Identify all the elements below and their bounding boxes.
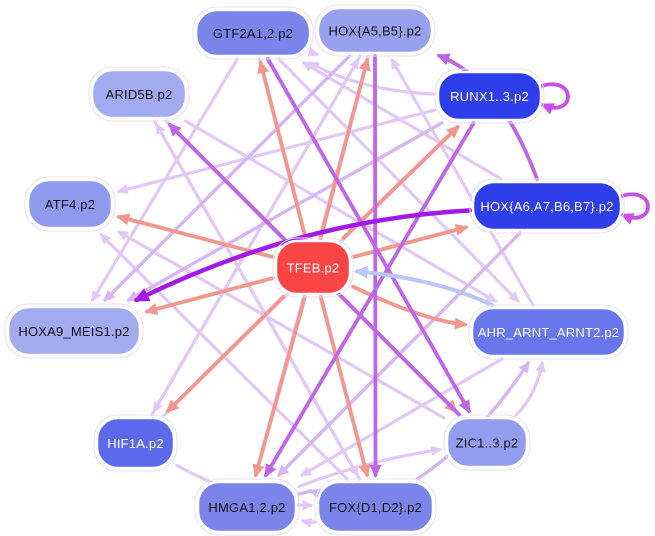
node-TFEB[interactable]: TFEB.p2 <box>272 237 354 298</box>
node-halo <box>434 68 545 124</box>
node-ZIC[interactable]: ZIC1..3.p2 <box>443 414 531 471</box>
edge-HOX_A5B5-to-GTF2A1 <box>307 46 320 57</box>
edge-AHR-to-HMGA <box>299 357 504 477</box>
node-halo <box>93 414 178 472</box>
node-halo <box>468 304 629 360</box>
node-RUNX[interactable]: RUNX1..3.p2 <box>434 68 545 124</box>
node-HOX_A5B5[interactable]: HOX{A5,B5}.p2 <box>314 4 436 57</box>
edge-RUNX-to-ATF4 <box>116 108 437 195</box>
edge-HIF1A-to-HOX_A5B5 <box>150 57 360 417</box>
node-box <box>316 480 435 534</box>
edges-layer <box>91 46 650 528</box>
node-ARID5B[interactable]: ARID5B.p2 <box>88 66 190 122</box>
node-halo <box>314 4 436 57</box>
node-box <box>471 180 623 232</box>
edge-RUNX-to-HOXA9 <box>126 121 444 302</box>
edge-RUNX-selfloop <box>537 82 570 115</box>
node-halo <box>272 237 354 298</box>
node-halo <box>443 414 531 471</box>
node-halo <box>4 303 144 359</box>
edge-GTF2A1-to-ZIC <box>266 57 471 414</box>
edge-HMGA-to-FOX <box>297 488 322 499</box>
edge-AHR-to-TFEB <box>353 265 494 307</box>
edge-TFEB-to-HIF1A <box>165 295 286 414</box>
node-halo <box>88 66 190 122</box>
node-box <box>95 416 176 470</box>
node-halo <box>194 478 300 536</box>
edge-TFEB-to-HOX_A5B5 <box>318 57 371 240</box>
node-FOX[interactable]: FOX{D1,D2}.p2 <box>314 478 437 536</box>
edge-FOX-to-HMGA <box>300 518 317 528</box>
edge-HOX_A5B5-to-FOX <box>369 54 382 478</box>
edge-FOX-to-ARID5B <box>155 122 362 481</box>
edge-ARID5B-to-AHR <box>183 119 498 303</box>
node-ATF4[interactable]: ATF4.p2 <box>24 176 116 232</box>
edge-ZIC-to-ATF4 <box>116 230 446 420</box>
edge-RUNX-to-GTF2A1 <box>307 61 437 96</box>
node-halo <box>469 178 625 234</box>
node-HIF1A[interactable]: HIF1A.p2 <box>93 414 178 472</box>
node-box <box>316 6 434 55</box>
node-box <box>194 8 312 58</box>
node-box <box>445 416 529 469</box>
node-HOXA9[interactable]: HOXA9_MEIS1.p2 <box>4 303 144 359</box>
node-box <box>90 68 188 120</box>
edge-TFEB-to-AHR <box>351 284 468 330</box>
node-box <box>26 178 114 230</box>
edge-TFEB-to-HOX_A6 <box>351 224 469 259</box>
edge-ZIC-to-AHR <box>514 360 546 417</box>
node-box <box>274 239 352 296</box>
node-HMGA[interactable]: HMGA1,2.p2 <box>194 478 300 536</box>
edge-HOX_A6-selfloop <box>617 192 650 225</box>
edge-RUNX-to-HMGA <box>264 121 476 478</box>
edge-TFEB-to-FOX <box>318 295 371 478</box>
edge-TFEB-to-HMGA <box>252 295 307 478</box>
node-AHR[interactable]: AHR_ARNT_ARNT2.p2 <box>468 304 629 360</box>
edge-TFEB-to-GTF2A1 <box>257 60 308 240</box>
node-halo <box>314 478 437 536</box>
node-halo <box>192 6 314 60</box>
edge-AHR-to-HOX_A5B5 <box>390 57 535 307</box>
edge-TFEB-to-HOXA9 <box>144 276 275 315</box>
node-HOX_A6[interactable]: HOX{A6,A7,B6,B7}.p2 <box>469 178 625 234</box>
node-box <box>436 70 543 122</box>
node-GTF2A1[interactable]: GTF2A1,2.p2 <box>192 6 314 60</box>
node-box <box>6 305 142 357</box>
node-halo <box>24 176 116 232</box>
node-box <box>470 306 627 358</box>
node-box <box>196 480 298 534</box>
